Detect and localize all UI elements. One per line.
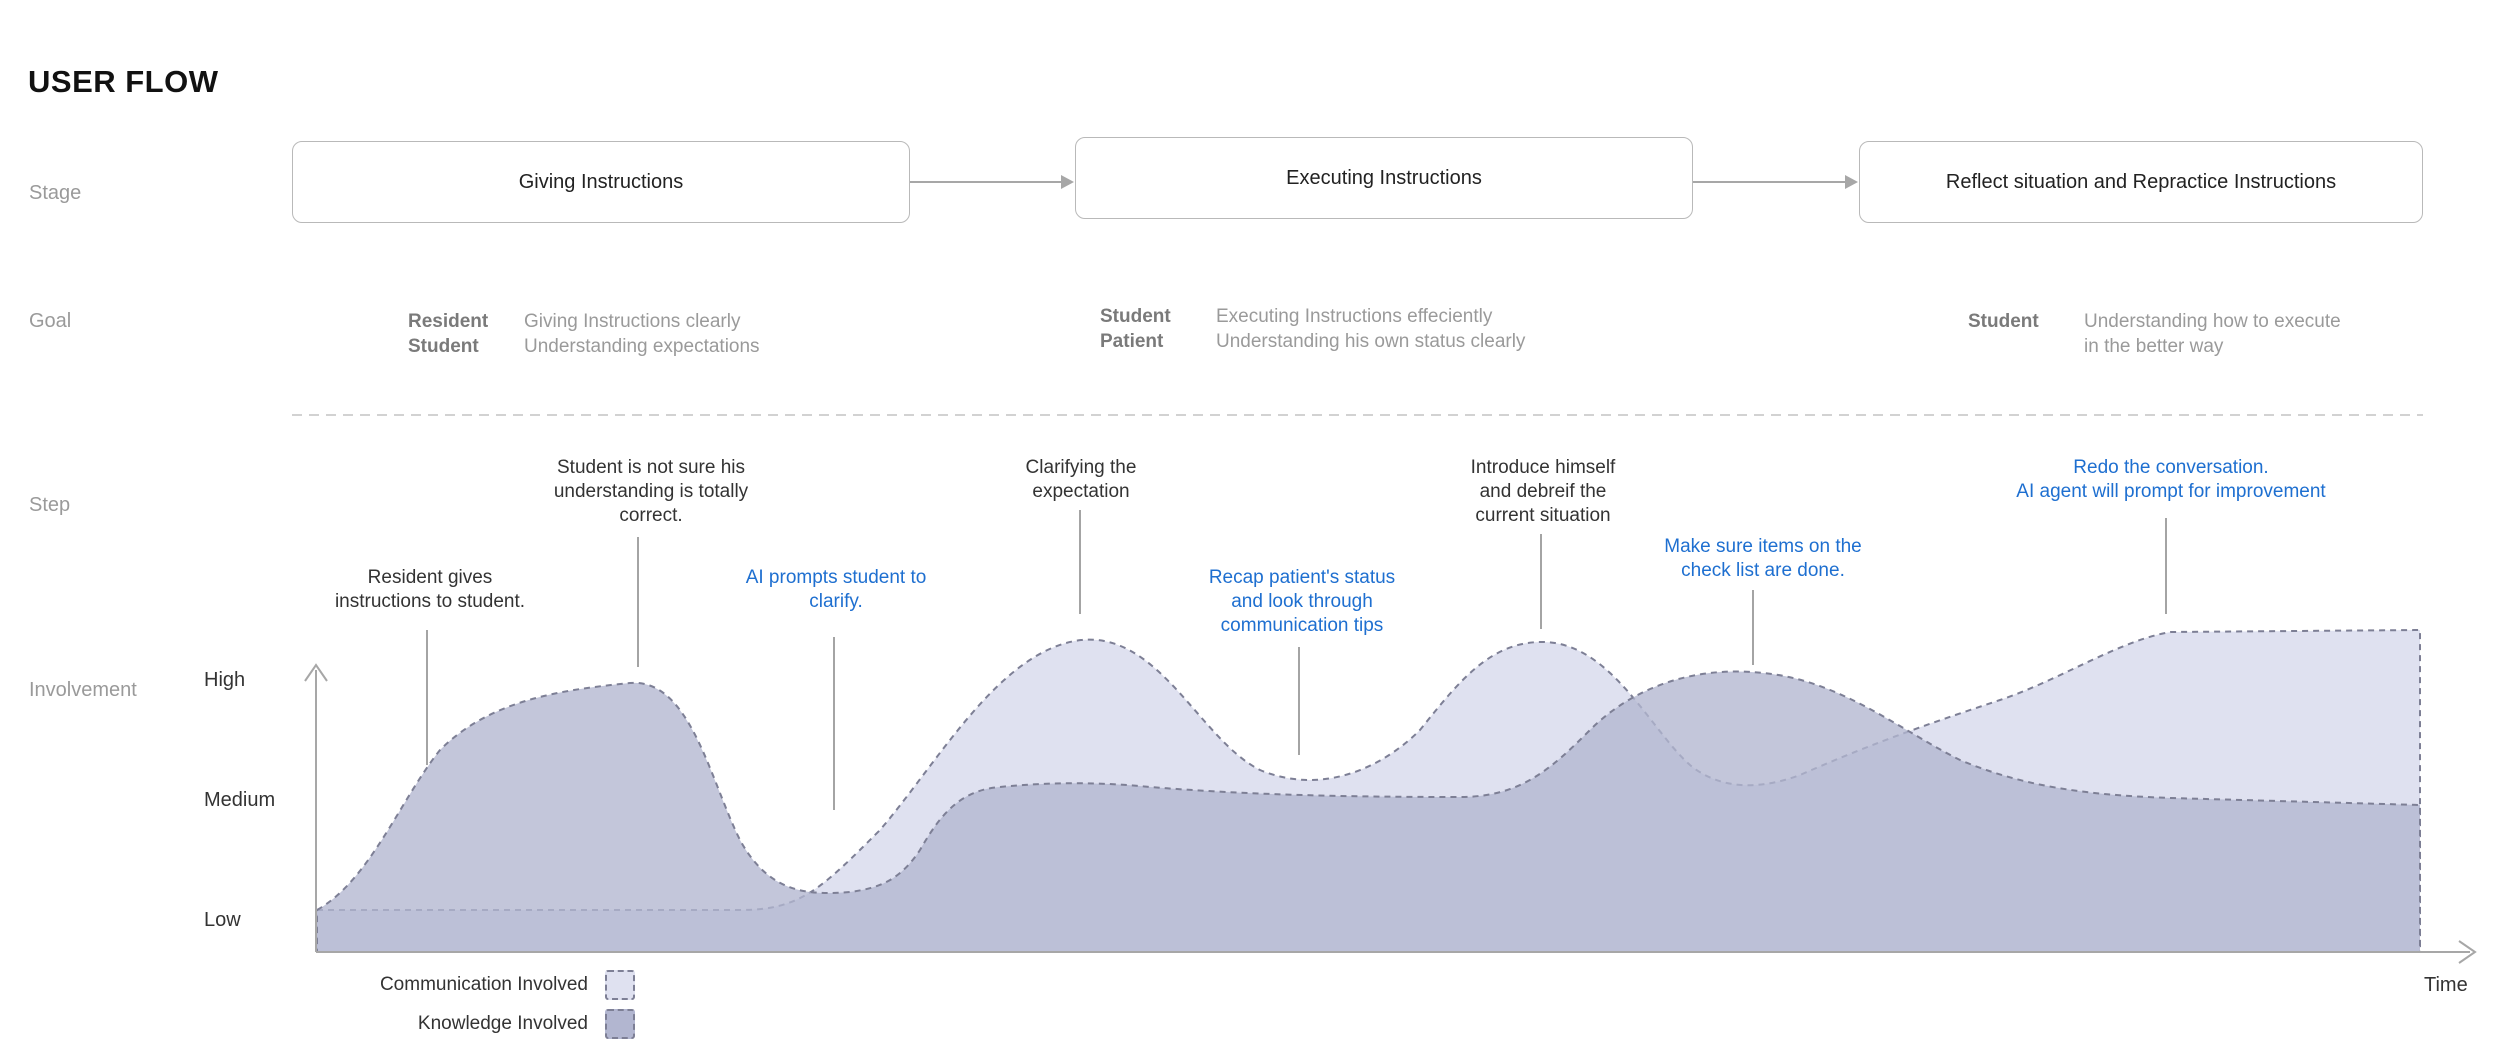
goal-role: Student bbox=[1100, 306, 1171, 327]
step-line: clarify. bbox=[809, 591, 863, 612]
step-line: instructions to student. bbox=[334, 591, 526, 612]
step-line: AI agent will prompt for improvement bbox=[2016, 481, 2326, 502]
step-7: Make sure items on the check list are do… bbox=[1664, 535, 1861, 583]
chart-axes bbox=[304, 663, 2477, 964]
goal-role: Student bbox=[408, 336, 479, 357]
goal-text: Understanding how to execute bbox=[2084, 311, 2341, 332]
goal-text: Understanding expectations bbox=[524, 336, 760, 357]
y-level-high: High bbox=[204, 669, 246, 691]
step-line: check list are done. bbox=[1681, 560, 1845, 581]
step-line: and debreif the bbox=[1479, 481, 1607, 502]
row-label-goal: Goal bbox=[29, 310, 72, 332]
stage-box-reflect-repractice: Reflect situation and Repractice Instruc… bbox=[1859, 141, 2423, 223]
legend-label-knowledge: Knowledge Involved bbox=[417, 1013, 588, 1034]
knowledge-involved-early-hump bbox=[316, 670, 2421, 953]
row-label-step: Step bbox=[29, 494, 71, 516]
step-8: Redo the conversation. AI agent will pro… bbox=[2016, 456, 2325, 504]
goal-role: Patient bbox=[1100, 331, 1164, 352]
goal-group-2-text: Executing Instructions effeciently Under… bbox=[1216, 304, 1525, 354]
step-5: Recap patient's status and look through … bbox=[1209, 566, 1395, 638]
y-axis-arrowhead bbox=[304, 663, 328, 682]
goal-role: Student bbox=[1968, 311, 2039, 332]
legend-swatch-communication bbox=[605, 970, 635, 1000]
step-line: communication tips bbox=[1220, 615, 1384, 636]
step-line: and look through bbox=[1231, 591, 1373, 612]
goal-text: in the better way bbox=[2084, 336, 2224, 357]
y-level-medium: Medium bbox=[204, 789, 276, 811]
step-line: Make sure items on the bbox=[1664, 536, 1862, 557]
goal-text: Giving Instructions clearly bbox=[524, 311, 741, 332]
x-axis-arrowhead bbox=[2458, 940, 2477, 964]
goal-text: Executing Instructions effeciently bbox=[1216, 306, 1493, 327]
step-line: AI prompts student to bbox=[745, 567, 927, 588]
legend-label-communication: Communication Involved bbox=[379, 974, 588, 995]
stage-arrow-2 bbox=[1693, 175, 1858, 189]
step-line: expectation bbox=[1032, 481, 1130, 502]
step-line: Clarifying the bbox=[1025, 457, 1137, 478]
goal-text: Understanding his own status clearly bbox=[1216, 331, 1526, 352]
step-6: Introduce himself and debreif the curren… bbox=[1471, 456, 1616, 528]
step-4: Clarifying the expectation bbox=[1026, 456, 1137, 504]
y-level-low: Low bbox=[204, 909, 241, 931]
stage-connectors bbox=[292, 175, 2423, 416]
row-label-stage: Stage bbox=[29, 182, 82, 204]
step-line: current situation bbox=[1475, 505, 1611, 526]
page-title: USER FLOW bbox=[28, 64, 219, 99]
step-1: Resident gives instructions to student. bbox=[335, 566, 525, 614]
goal-group-2: Student Patient bbox=[1100, 304, 1171, 354]
step-3: AI prompts student to clarify. bbox=[746, 566, 927, 614]
goal-role: Resident bbox=[408, 311, 489, 332]
x-axis-label-time: Time bbox=[2424, 974, 2468, 996]
step-2: Student is not sure his understanding is… bbox=[554, 456, 748, 528]
goal-group-1-text: Giving Instructions clearly Understandin… bbox=[524, 309, 760, 359]
stage-box-giving-instructions: Giving Instructions bbox=[292, 141, 910, 223]
step-line: Recap patient's status bbox=[1208, 567, 1396, 588]
goal-group-3: Student bbox=[1968, 309, 2039, 334]
step-line: Resident gives bbox=[367, 567, 493, 588]
stage-arrow-1 bbox=[910, 175, 1074, 189]
step-line: Redo the conversation. bbox=[2073, 457, 2269, 478]
goal-group-3-text: Understanding how to execute in the bett… bbox=[2084, 309, 2341, 359]
goal-group-1: Resident Student bbox=[408, 309, 488, 359]
step-line: Introduce himself bbox=[1470, 457, 1616, 478]
step-line: understanding is totally bbox=[553, 481, 749, 502]
step-line: Student is not sure his bbox=[557, 457, 745, 478]
step-line: correct. bbox=[619, 505, 683, 526]
row-label-involvement: Involvement bbox=[29, 679, 137, 701]
legend-swatch-knowledge bbox=[605, 1009, 635, 1039]
stage-box-executing-instructions: Executing Instructions bbox=[1075, 137, 1693, 219]
step-connector-lines bbox=[426, 510, 2167, 810]
